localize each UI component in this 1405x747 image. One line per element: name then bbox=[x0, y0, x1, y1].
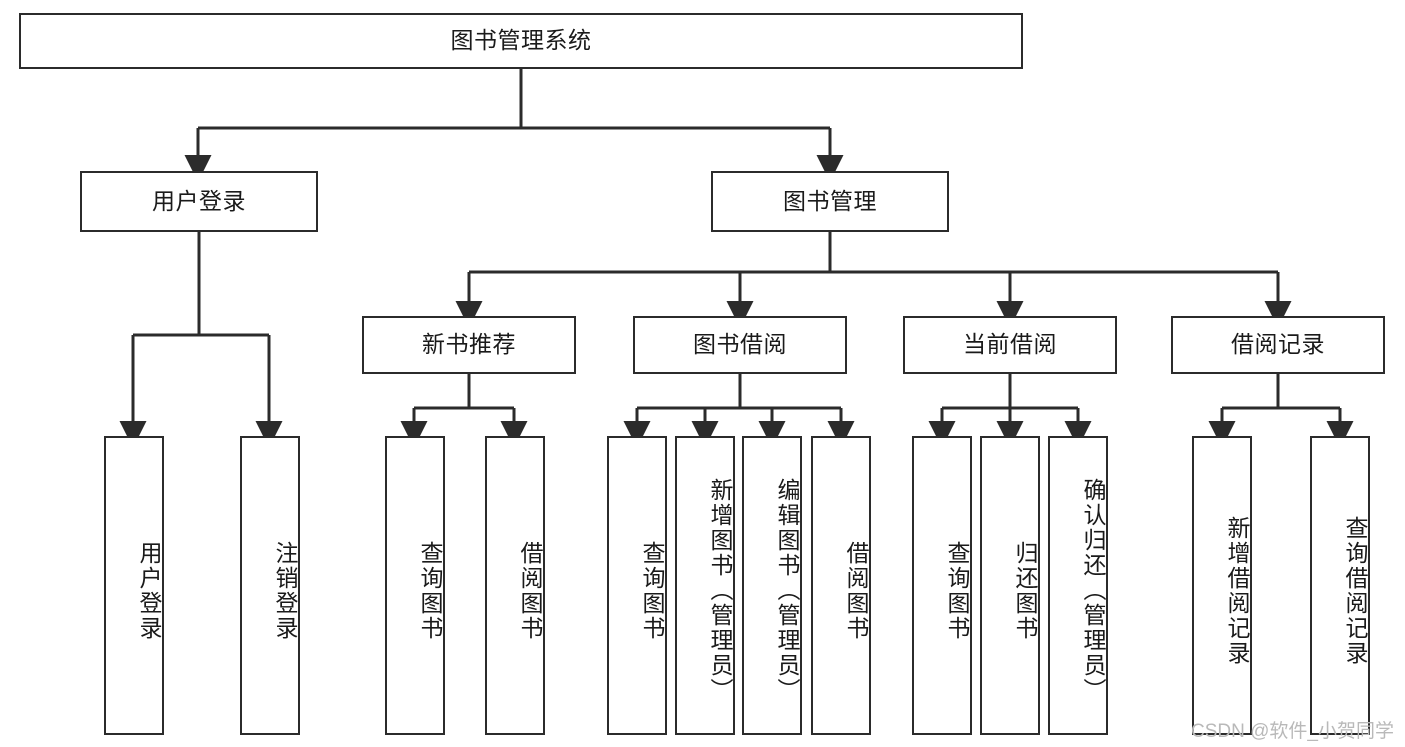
leaf-add-book-admin[interactable]: 新增图书（管理员） bbox=[675, 436, 735, 735]
leaf-borrow-book-recommend[interactable]: 借阅图书 bbox=[485, 436, 545, 735]
leaf-user-login[interactable]: 用户登录 bbox=[104, 436, 164, 735]
node-label: 新书推荐 bbox=[422, 331, 516, 358]
node-label: 查询借阅记录 bbox=[1342, 515, 1368, 666]
leaf-borrow-book[interactable]: 借阅图书 bbox=[811, 436, 871, 735]
node-label: 查询图书 bbox=[639, 540, 665, 641]
node-book-borrow[interactable]: 图书借阅 bbox=[633, 316, 847, 374]
node-label: 当前借阅 bbox=[963, 331, 1057, 358]
node-book-management[interactable]: 图书管理 bbox=[711, 171, 949, 232]
node-label: 注销登录 bbox=[272, 540, 298, 641]
node-current-borrow[interactable]: 当前借阅 bbox=[903, 316, 1117, 374]
leaf-add-borrow-record[interactable]: 新增借阅记录 bbox=[1192, 436, 1252, 735]
node-label: 确认归还（管理员） bbox=[1080, 478, 1106, 703]
node-label: 借阅记录 bbox=[1231, 331, 1325, 358]
node-new-book-recommend[interactable]: 新书推荐 bbox=[362, 316, 576, 374]
node-label: 借阅图书 bbox=[843, 540, 869, 641]
node-label: 用户登录 bbox=[152, 187, 246, 214]
leaf-query-borrow-record[interactable]: 查询借阅记录 bbox=[1310, 436, 1370, 735]
node-user-login[interactable]: 用户登录 bbox=[80, 171, 318, 232]
node-label: 查询图书 bbox=[944, 540, 970, 641]
leaf-user-logout[interactable]: 注销登录 bbox=[240, 436, 300, 735]
node-borrow-records[interactable]: 借阅记录 bbox=[1171, 316, 1385, 374]
node-label: 借阅图书 bbox=[517, 540, 543, 641]
leaf-query-book-current[interactable]: 查询图书 bbox=[912, 436, 972, 735]
node-label: 新增借阅记录 bbox=[1224, 515, 1250, 666]
leaf-edit-book-admin[interactable]: 编辑图书（管理员） bbox=[742, 436, 802, 735]
node-label: 编辑图书（管理员） bbox=[774, 478, 800, 703]
leaf-query-book-recommend[interactable]: 查询图书 bbox=[385, 436, 445, 735]
node-label: 用户登录 bbox=[136, 540, 162, 641]
node-label: 查询图书 bbox=[417, 540, 443, 641]
node-label: 归还图书 bbox=[1012, 540, 1038, 641]
node-label: 图书借阅 bbox=[693, 331, 787, 358]
node-root-system[interactable]: 图书管理系统 bbox=[19, 13, 1023, 69]
leaf-query-book-borrow[interactable]: 查询图书 bbox=[607, 436, 667, 735]
node-label: 图书管理 bbox=[783, 187, 877, 214]
node-label: 新增图书（管理员） bbox=[707, 478, 733, 703]
node-label: 图书管理系统 bbox=[450, 27, 592, 54]
leaf-confirm-return-admin[interactable]: 确认归还（管理员） bbox=[1048, 436, 1108, 735]
leaf-return-book[interactable]: 归还图书 bbox=[980, 436, 1040, 735]
